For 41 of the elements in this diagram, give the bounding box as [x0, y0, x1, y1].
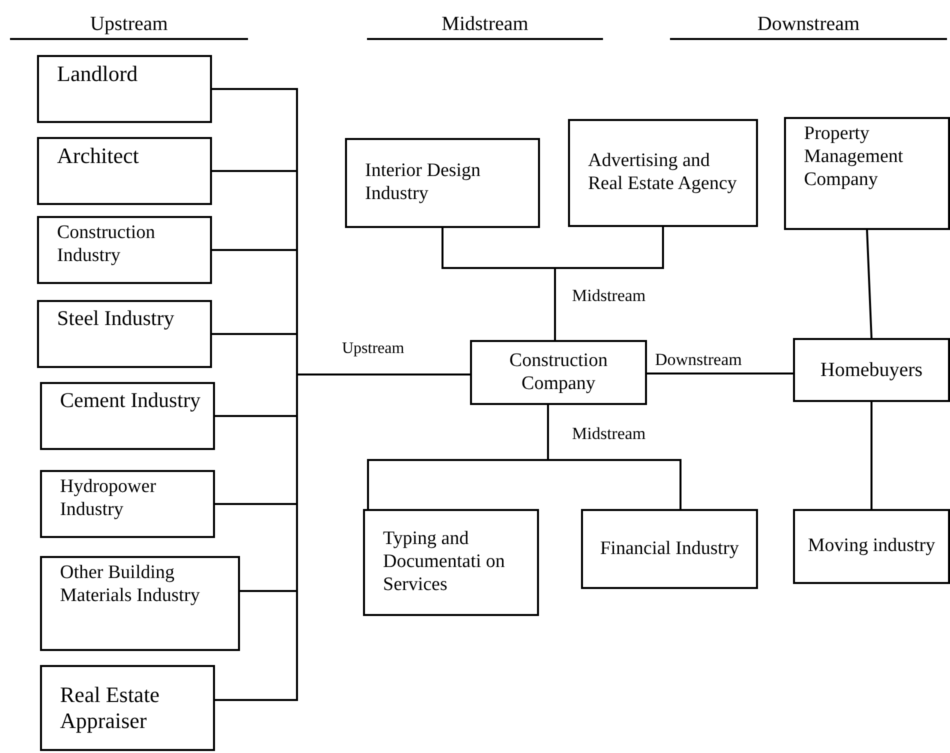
- process-box: [37, 55, 212, 123]
- connector-line: [554, 227, 664, 340]
- process-box: [470, 340, 647, 405]
- node-text: Moving industry: [806, 535, 936, 558]
- column-heading: Downstream: [756, 13, 861, 36]
- process-box: [581, 509, 758, 589]
- node-text: Homebuyers: [819, 358, 924, 382]
- process-box: [40, 665, 215, 751]
- node-text: Landlord: [57, 61, 139, 88]
- process-box: [37, 137, 212, 205]
- connector-line: [866, 230, 872, 338]
- process-box: [40, 382, 215, 450]
- connector-line: [547, 405, 682, 509]
- process-box: [784, 117, 950, 230]
- node-text: Construction Industry: [57, 222, 156, 268]
- connector-line: [870, 402, 872, 509]
- node-text: Interior Design Industry: [365, 160, 482, 206]
- node-text: Construction Company: [508, 350, 609, 396]
- node-text: Financial Industry: [599, 538, 740, 560]
- node-text: Real Estate Appraiser: [60, 682, 161, 734]
- node-text: Other Building Materials Industry: [60, 562, 201, 608]
- node-text: Steel Industry: [57, 306, 176, 332]
- node-text: Cement Industry: [60, 388, 202, 414]
- edge-label: Upstream: [340, 340, 406, 358]
- process-box: [37, 300, 212, 368]
- column-heading: Midstream: [440, 13, 530, 36]
- node-text: Advertising and Real Estate Agency: [588, 150, 738, 196]
- process-box: [363, 509, 539, 616]
- process-box: [345, 138, 540, 228]
- node-text: Property Management Company: [804, 123, 904, 192]
- process-box: [40, 470, 215, 538]
- node-text: Architect: [57, 143, 140, 170]
- connector-line: [647, 372, 793, 374]
- process-box: [37, 216, 212, 284]
- process-box: [793, 338, 950, 402]
- node-text: Typing and Documentati on Services: [383, 528, 506, 597]
- column-heading: Upstream: [89, 13, 169, 36]
- process-box: [793, 509, 950, 584]
- node-text: Hydropower Industry: [60, 476, 158, 522]
- process-box: [568, 119, 758, 227]
- process-box: [40, 556, 240, 651]
